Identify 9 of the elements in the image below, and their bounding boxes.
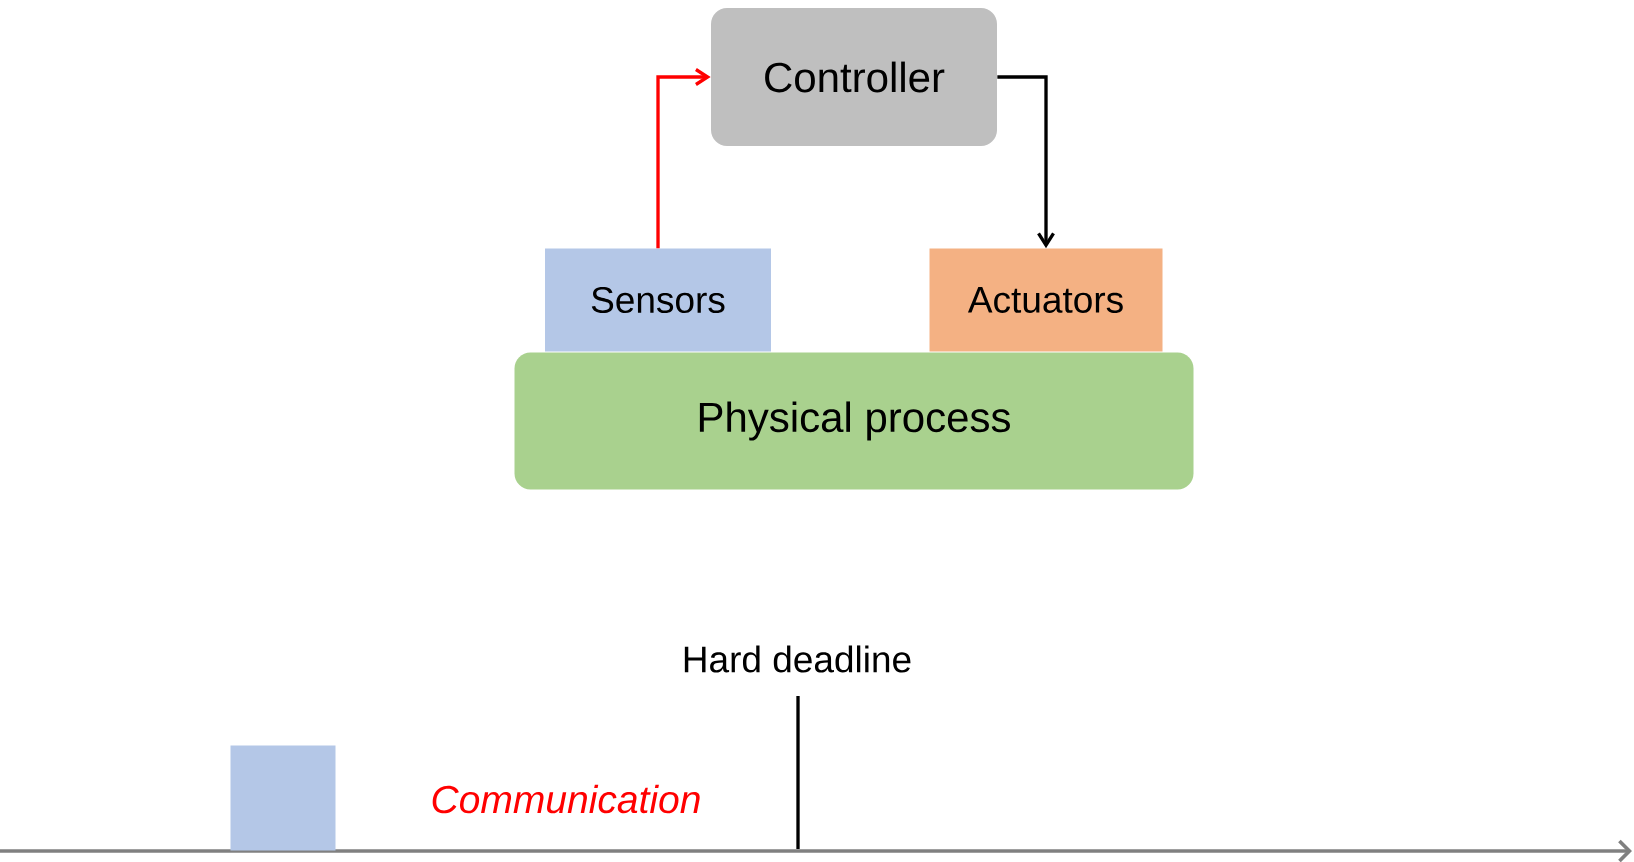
sensor-box: Sensors xyxy=(545,248,771,352)
deadline-label: Hard deadline xyxy=(684,645,911,673)
arrow xyxy=(997,75,1055,249)
arrow xyxy=(656,68,711,249)
controller-box: Controller xyxy=(711,8,997,146)
actuator-box: Actuators xyxy=(929,248,1163,352)
process-box: Physical process xyxy=(514,352,1194,490)
communication-label: Communication xyxy=(432,784,700,814)
task-block xyxy=(230,745,336,851)
